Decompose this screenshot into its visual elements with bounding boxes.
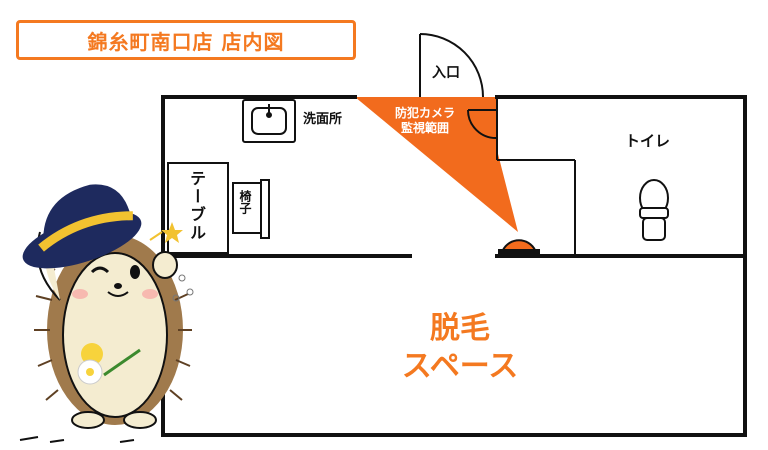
washroom-label: 洗面所	[303, 112, 343, 127]
camera-icon	[498, 239, 540, 256]
chair-label: 椅子	[238, 190, 252, 214]
toilet-icon	[639, 179, 669, 241]
toilet-room	[467, 97, 576, 256]
chair-shape	[232, 179, 270, 239]
page-title: 錦糸町南口店 店内図	[16, 20, 356, 60]
sink-icon	[242, 99, 296, 143]
hedgehog-mascot-icon	[19, 184, 194, 443]
table-shape	[167, 162, 229, 254]
camera-range-label: 防犯カメラ 監視範囲	[394, 106, 455, 135]
treatment-space-label: 脱毛 スペース	[401, 311, 519, 384]
table-label: テーブル	[187, 170, 206, 242]
entrance-label: 入口	[432, 65, 460, 81]
entrance-door	[419, 33, 484, 98]
toilet-label: トイレ	[625, 132, 671, 150]
